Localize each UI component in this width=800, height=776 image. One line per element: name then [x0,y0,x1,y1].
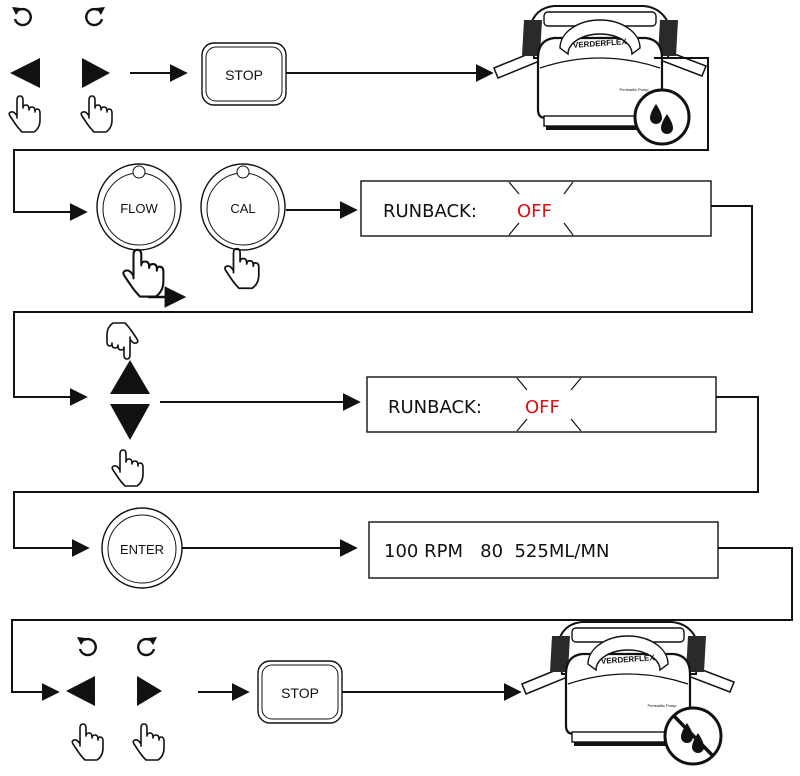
stop-button[interactable]: STOP [201,42,287,106]
runback-label: RUNBACK: [388,397,482,418]
rotate-ccw-icon [10,5,32,27]
right-arrow-button[interactable] [82,58,110,88]
left-arrow-button[interactable] [66,676,95,706]
cal-button-label: CAL [230,201,255,216]
hand-press-icon [106,322,139,360]
hand-press-icon [71,723,104,761]
hand-press-icon [224,247,260,290]
stop-button[interactable]: STOP [257,660,343,724]
runback-display: RUNBACK: OFF [360,180,712,237]
cal-button[interactable]: CAL [200,163,286,251]
hand-press-icon [80,95,113,133]
runback-display-edit: RUNBACK: OFF [366,376,717,433]
stop-button-label: STOP [225,67,263,83]
rotate-ccw-icon [75,635,97,657]
drop-icon [633,88,691,146]
hand-press-icon [8,95,41,133]
runback-label: RUNBACK: [383,201,477,222]
status-text: 100 RPM 80 525ML/MN [384,541,609,562]
hand-press-icon [111,449,144,487]
left-arrow-button[interactable] [10,58,40,88]
down-arrow-button[interactable] [110,404,150,440]
pump-model: Peristaltic Pump [620,87,650,92]
hand-press-icon [132,723,165,761]
blink-marks [516,377,582,432]
pump-illustration: VERDERFLEX Peristaltic Pump [492,4,708,134]
runback-value: OFF [517,201,552,222]
up-arrow-button[interactable] [110,360,150,394]
status-display: 100 RPM 80 525ML/MN [368,521,719,579]
hand-press-icon [122,248,165,298]
no-drop-icon [663,706,723,766]
pump-illustration: VERDERFLEX Peristaltic Pump [520,620,736,750]
enter-button-label: ENTER [120,542,164,557]
runback-value: OFF [525,397,560,418]
pump-brand: VERDERFLEX [573,37,628,50]
right-arrow-button[interactable] [137,676,162,706]
flow-button-label: FLOW [120,201,158,216]
blink-marks [508,181,574,236]
rotate-cw-icon [137,635,159,657]
flow-button[interactable]: FLOW [96,163,182,251]
stop-button-label: STOP [281,685,319,701]
pump-model: Peristaltic Pump [648,703,678,708]
rotate-cw-icon [85,5,107,27]
enter-button[interactable]: ENTER [101,507,183,589]
pump-brand: VERDERFLEX [601,653,656,666]
